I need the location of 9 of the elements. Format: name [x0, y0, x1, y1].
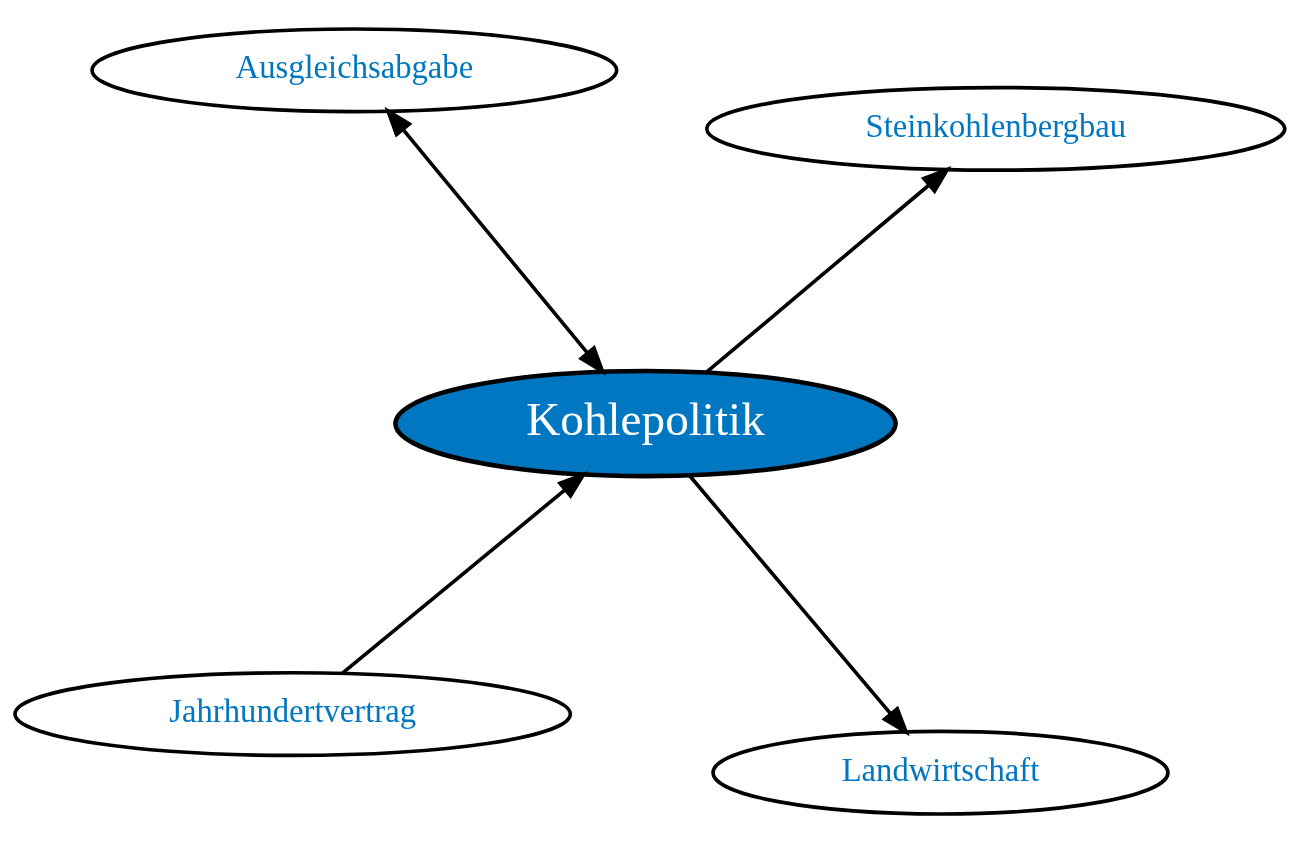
arrow	[341, 471, 588, 675]
node-ellipse: Kohlepolitik	[393, 368, 898, 479]
node-ellipse: Jahrhundertvertrag	[13, 671, 573, 758]
arrow	[688, 474, 910, 737]
arrow	[705, 166, 952, 374]
node-ellipse: Landwirtschaft	[711, 729, 1170, 816]
node-ellipse: Steinkohlenbergbau	[705, 85, 1287, 172]
arrow	[384, 106, 607, 376]
node-ellipse: Ausgleichsabgabe	[90, 27, 619, 114]
